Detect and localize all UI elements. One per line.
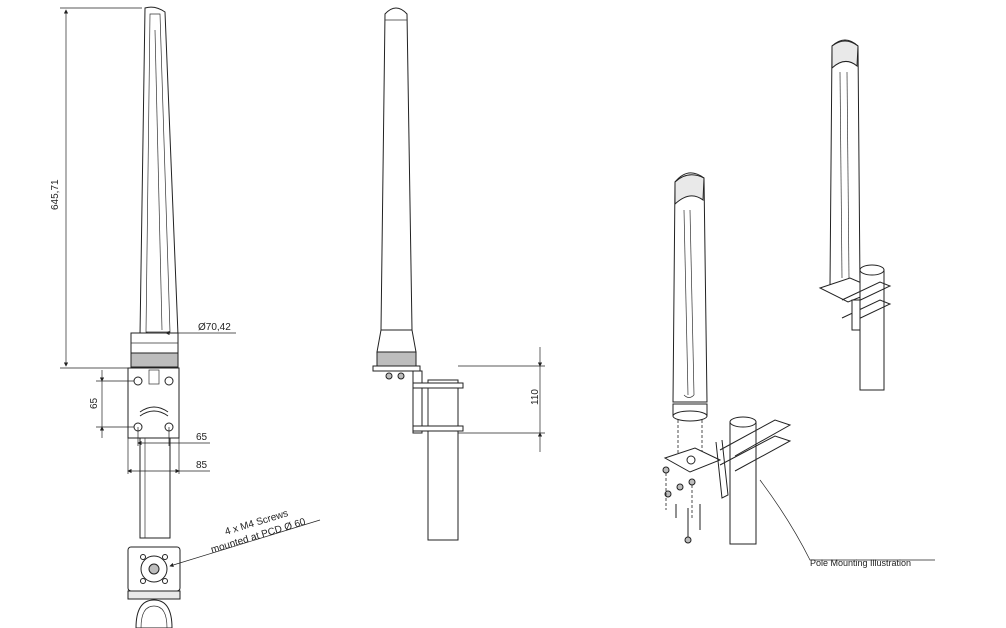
bracket-inner-width-label: 65 [196,432,208,443]
side-view: 110 [372,7,545,541]
front-view: 645,71 Ø70,42 65 65 85 [50,6,236,539]
bracket-outer-width-label: 85 [196,460,208,471]
exploded-isometric-view: Pole Mounting Illustration [662,172,935,568]
bracket-height-label: 65 [89,397,100,409]
assembled-isometric-view [818,39,892,391]
pole-mount-callout: Pole Mounting Illustration [810,558,911,568]
clamp-spacing-label: 110 [530,389,541,405]
height-dimension-label: 645,71 [50,179,61,210]
diameter-dimension-label: Ø70,42 [198,322,231,333]
